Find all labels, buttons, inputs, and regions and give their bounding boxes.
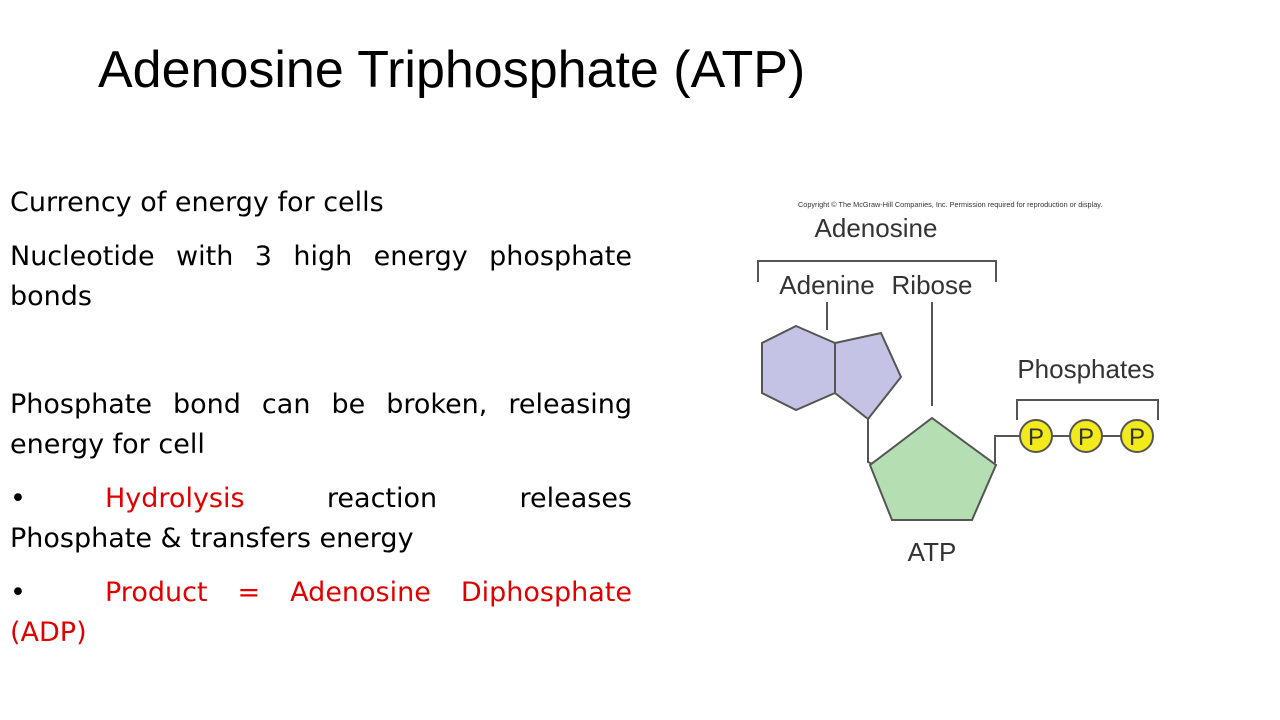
adenosine-bracket bbox=[757, 260, 997, 282]
bullet-nucleotide: Nucleotide with 3 high energy phosphate … bbox=[10, 241, 632, 312]
ribose-phosphate-bond bbox=[994, 435, 1020, 463]
bullet-currency: Currency of energy for cells bbox=[10, 187, 384, 218]
product-highlight: Product = Adenosine Diphosphate (ADP) bbox=[10, 577, 632, 648]
atp-diagram: Copyright © The McGraw-Hill Companies, I… bbox=[757, 200, 1159, 567]
hydrolysis-highlight: Hydrolysis bbox=[105, 483, 245, 514]
adenine-pentagon bbox=[834, 331, 903, 421]
adenosine-label: Adenosine bbox=[815, 213, 938, 243]
hydrolysis-text: reaction releases Phosphate & transfers … bbox=[10, 483, 632, 554]
slide-title: Adenosine Triphosphate (ATP) bbox=[98, 41, 806, 99]
sub-bullet-product: •Product = Adenosine Diphosphate (ADP) bbox=[10, 573, 632, 653]
ribose-label: Ribose bbox=[892, 270, 973, 300]
phosphate-circle bbox=[1069, 419, 1103, 453]
phosphate-symbol: P bbox=[1129, 424, 1145, 451]
bullet-phosphate-bond: Phosphate bond can be broken, releasing … bbox=[10, 389, 632, 460]
adenine-ribose-bond bbox=[867, 419, 878, 467]
phosphate-circle bbox=[1120, 419, 1154, 453]
phosphate-symbol: P bbox=[1028, 424, 1044, 451]
phosphates-bracket bbox=[1016, 399, 1159, 420]
sub-bullet-hydrolysis: • Hydrolysis reaction releases Phosphate … bbox=[10, 479, 632, 559]
ribose-pentagon bbox=[868, 416, 998, 521]
adenine-hexagon bbox=[761, 324, 836, 412]
bullet-marker: • bbox=[10, 483, 26, 514]
phosphate-symbol: P bbox=[1078, 424, 1094, 451]
phosphates-label: Phosphates bbox=[1017, 354, 1154, 384]
adenine-label: Adenine bbox=[779, 270, 874, 300]
phosphate-circle bbox=[1019, 419, 1053, 453]
bullet-list: Currency of energy for cells Nucleotide … bbox=[10, 183, 632, 653]
bullet-marker: • bbox=[10, 577, 26, 608]
atp-label: ATP bbox=[908, 537, 957, 567]
copyright-notice: Copyright © The McGraw-Hill Companies, I… bbox=[798, 200, 1102, 209]
